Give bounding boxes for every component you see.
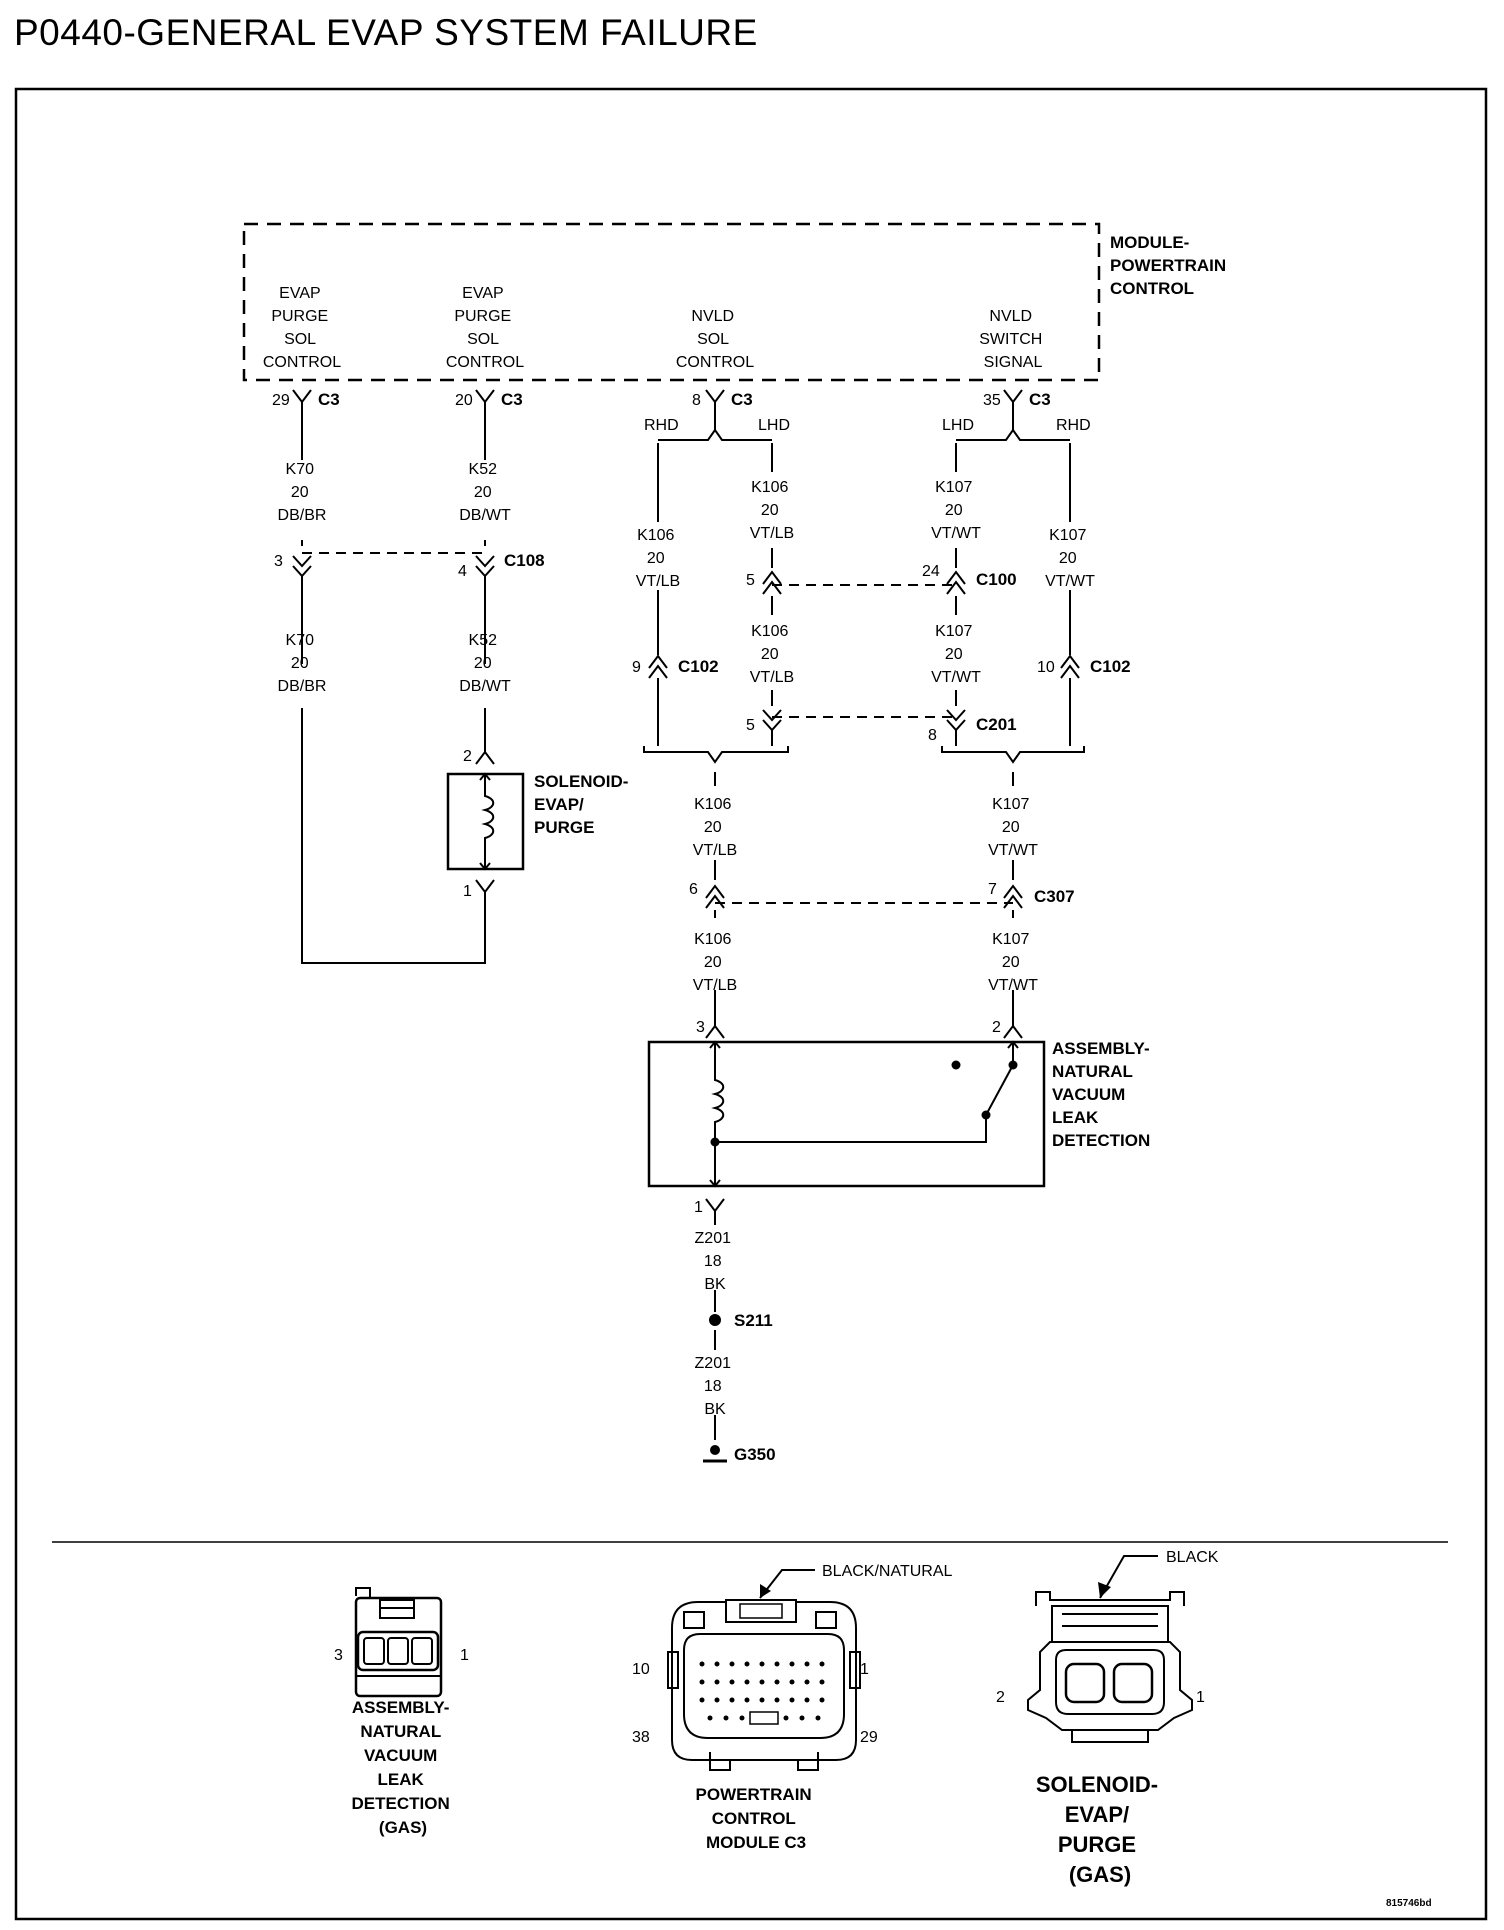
svg-text:2: 2 xyxy=(992,1019,1001,1036)
wire-label-k107-lhd-2: K107 20 VT/WT xyxy=(931,623,981,686)
pin-label-evap-b: EVAP PURGE SOL CONTROL xyxy=(446,285,524,371)
svg-text:C3: C3 xyxy=(501,390,523,409)
svg-text:29: 29 xyxy=(272,392,290,409)
c3-pin-8: 8 C3 xyxy=(692,389,753,409)
svg-text:S211: S211 xyxy=(734,1311,773,1330)
connector-c201: 5 8 C201 xyxy=(746,709,1017,744)
wire-label-k52-top: K52 20 DB/WT xyxy=(459,461,511,524)
pin-label-nvld-sw: NVLD SWITCH SIGNAL xyxy=(979,308,1047,371)
c3-pin-29: 29 C3 xyxy=(272,389,340,409)
connector-c100: 5 24 C100 xyxy=(746,563,1017,595)
svg-text:G350: G350 xyxy=(734,1445,776,1464)
svg-text:10: 10 xyxy=(1037,659,1055,676)
svg-text:1: 1 xyxy=(463,883,472,900)
svg-text:1: 1 xyxy=(1196,1689,1205,1706)
branch-label-k106-rhd: RHD xyxy=(644,417,679,434)
pin-label-evap-a: EVAP PURGE SOL CONTROL xyxy=(263,285,341,371)
wire-label-k107-merged-1: K107 20 VT/WT xyxy=(988,796,1038,859)
svg-text:C307: C307 xyxy=(1034,887,1075,906)
wire-label-k107-lhd-1: K107 20 VT/WT xyxy=(931,479,981,542)
svg-text:1: 1 xyxy=(694,1199,703,1216)
svg-text:3: 3 xyxy=(696,1019,705,1036)
svg-text:BLACK: BLACK xyxy=(1166,1549,1219,1566)
svg-text:7: 7 xyxy=(988,881,997,898)
svg-text:2: 2 xyxy=(996,1689,1005,1706)
wire-label-k106-lhd-2: K106 20 VT/LB xyxy=(750,623,794,686)
wire-label-k106-lhd-1: K106 20 VT/LB xyxy=(750,479,794,542)
c3-pin-35: 35 C3 xyxy=(983,389,1051,409)
svg-text:3: 3 xyxy=(334,1647,343,1664)
wire-label-z201-2: Z201 18 BK xyxy=(695,1355,736,1418)
branch-label-k106-lhd: LHD xyxy=(758,417,790,434)
svg-text:C102: C102 xyxy=(678,657,719,676)
svg-text:3: 3 xyxy=(274,553,283,570)
svg-text:29: 29 xyxy=(860,1729,878,1746)
svg-text:20: 20 xyxy=(455,392,473,409)
wire-label-k106-merged-1: K106 20 VT/LB xyxy=(693,796,737,859)
svg-text:2: 2 xyxy=(463,748,472,765)
svg-text:C3: C3 xyxy=(318,390,340,409)
wire-label-k52-bottom: K52 20 DB/WT xyxy=(459,632,511,695)
solenoid-evap-purge-name: SOLENOID- EVAP/ PURGE xyxy=(534,772,633,837)
wire-label-k70-top: K70 20 DB/BR xyxy=(278,461,327,524)
connector-view-solenoid-caption: SOLENOID- EVAP/ PURGE (GAS) xyxy=(1036,1772,1164,1887)
page-title: P0440-GENERAL EVAP SYSTEM FAILURE xyxy=(14,12,758,53)
svg-text:1: 1 xyxy=(860,1661,869,1678)
svg-text:C100: C100 xyxy=(976,570,1017,589)
wire-k70 xyxy=(301,402,486,964)
branch-k106-top xyxy=(658,402,772,441)
merge-k107 xyxy=(941,746,1085,786)
wire-label-k107-rhd: K107 20 VT/WT xyxy=(1045,527,1095,590)
connector-view-nvld-caption: ASSEMBLY- NATURAL VACUUM LEAK DETECTION … xyxy=(352,1698,455,1837)
branch-label-k107-rhd: RHD xyxy=(1056,417,1091,434)
solenoid-evap-purge: 2 1 xyxy=(446,748,525,900)
ground-g350: G350 xyxy=(703,1445,776,1464)
svg-text:24: 24 xyxy=(922,563,940,580)
wire-label-k107-merged-2: K107 20 VT/WT xyxy=(988,931,1038,994)
nvld-assembly-name: ASSEMBLY- NATURAL VACUUM LEAK DETECTION xyxy=(1052,1039,1154,1150)
wire-label-k106-rhd: K106 20 VT/LB xyxy=(636,527,680,590)
module-name: MODULE- POWERTRAIN CONTROL xyxy=(1110,233,1231,298)
svg-text:5: 5 xyxy=(746,717,755,734)
pcm-module-box xyxy=(242,222,1101,382)
svg-text:10: 10 xyxy=(632,1661,650,1678)
svg-text:4: 4 xyxy=(458,563,467,580)
connector-view-pcm: BLACK/NATURAL 10 1 38 29 xyxy=(632,1563,953,1771)
svg-text:9: 9 xyxy=(632,659,641,676)
nvld-assembly: 3 2 1 xyxy=(647,1019,1046,1216)
diagram-frame xyxy=(14,87,1488,1921)
svg-text:C102: C102 xyxy=(1090,657,1131,676)
c3-pin-20: 20 C3 xyxy=(455,389,523,409)
svg-text:C3: C3 xyxy=(731,390,753,409)
svg-text:38: 38 xyxy=(632,1729,650,1746)
connector-view-solenoid: BLACK 2 1 xyxy=(996,1549,1219,1743)
merge-k106 xyxy=(643,746,789,786)
wire-label-k70-bottom: K70 20 DB/BR xyxy=(278,632,327,695)
svg-text:BLACK/NATURAL: BLACK/NATURAL xyxy=(822,1563,953,1580)
branch-k107-top xyxy=(956,402,1070,441)
svg-text:5: 5 xyxy=(746,572,755,589)
figure-id: 815746bd xyxy=(1386,1898,1432,1909)
svg-text:8: 8 xyxy=(692,392,701,409)
pin-label-nvld-sol: NVLD SOL CONTROL xyxy=(676,308,754,371)
wire-label-z201-1: Z201 18 BK xyxy=(695,1230,736,1293)
connector-view-pcm-caption: POWERTRAIN CONTROL MODULE C3 xyxy=(696,1785,817,1852)
svg-text:C108: C108 xyxy=(504,551,545,570)
connector-c102: 9 10 C102 C102 xyxy=(632,654,1131,679)
svg-text:C201: C201 xyxy=(976,715,1017,734)
svg-text:C3: C3 xyxy=(1029,390,1051,409)
svg-text:35: 35 xyxy=(983,392,1001,409)
svg-text:8: 8 xyxy=(928,727,937,744)
svg-text:1: 1 xyxy=(460,1647,469,1664)
wire-label-k106-merged-2: K106 20 VT/LB xyxy=(693,931,737,994)
svg-text:6: 6 xyxy=(689,881,698,898)
branch-label-k107-lhd: LHD xyxy=(942,417,974,434)
connector-view-nvld: 3 1 xyxy=(334,1587,469,1698)
connector-c307: 6 7 C307 xyxy=(689,881,1075,909)
splice-s211: S211 xyxy=(709,1311,773,1330)
connector-c108: 3 4 C108 xyxy=(274,551,545,580)
